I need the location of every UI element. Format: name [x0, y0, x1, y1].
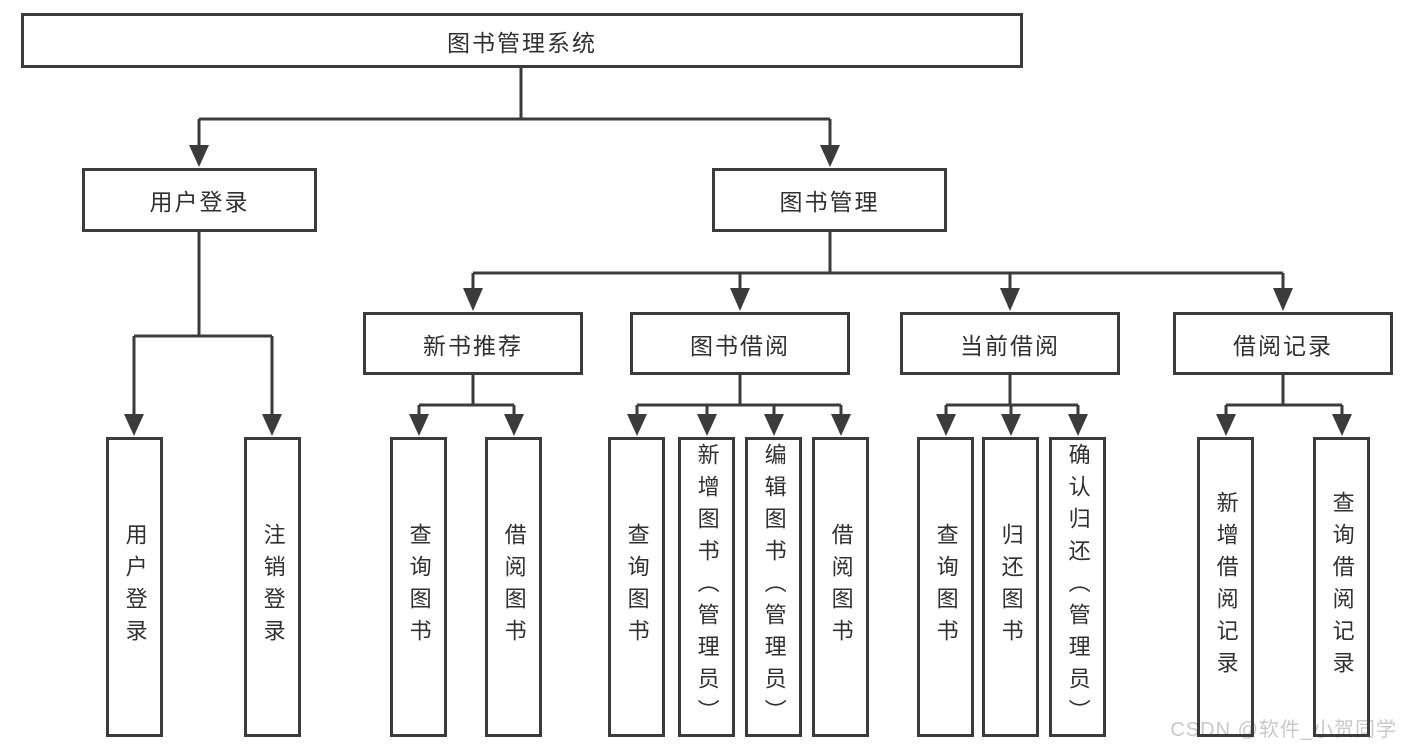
- node-label: 新增借阅记录: [1213, 491, 1239, 683]
- arrowhead: [1332, 414, 1352, 436]
- node-label: 用户登录: [122, 523, 148, 651]
- node-borrow-book: 借阅图书: [812, 437, 869, 737]
- arrowhead: [697, 414, 717, 436]
- node-new-book-recommend: 新书推荐: [363, 312, 583, 375]
- node-current-borrow: 当前借阅: [900, 312, 1120, 375]
- user-login-connector: [124, 232, 282, 436]
- arrowhead: [189, 145, 209, 167]
- node-edit-book-admin: 编辑图书（管理员）: [745, 437, 802, 737]
- arrowhead: [1273, 288, 1293, 311]
- node-label: 借阅图书: [501, 523, 527, 651]
- node-label: 新增图书（管理员）: [694, 443, 720, 731]
- arrowhead: [1068, 414, 1088, 436]
- node-library-system: 图书管理系统: [21, 13, 1023, 68]
- node-query-books-current: 查询图书: [917, 437, 974, 737]
- arrowhead: [764, 414, 784, 436]
- book-borrow-group-connector: [627, 375, 851, 436]
- node-borrow-records: 借阅记录: [1173, 312, 1393, 375]
- node-label: 查询图书: [406, 523, 432, 651]
- node-add-borrow-record: 新增借阅记录: [1197, 437, 1254, 737]
- arrowhead: [936, 414, 956, 436]
- node-query-books-borrow: 查询图书: [608, 437, 665, 737]
- arrowhead: [1001, 414, 1021, 436]
- arrowhead: [504, 414, 524, 436]
- node-add-book-admin: 新增图书（管理员）: [678, 437, 735, 737]
- node-label: 归还图书: [998, 523, 1024, 651]
- arrowhead: [627, 414, 647, 436]
- node-label: 图书借阅: [690, 332, 790, 359]
- node-user-login: 用户登录: [82, 168, 317, 232]
- node-label: 借阅图书: [828, 523, 854, 651]
- node-label: 新书推荐: [423, 332, 523, 359]
- node-label: 图书管理系统: [447, 29, 597, 56]
- arrowhead: [124, 414, 144, 436]
- node-label: 查询图书: [933, 523, 959, 651]
- node-query-books-recommend: 查询图书: [390, 437, 447, 737]
- node-label: 注销登录: [260, 523, 286, 651]
- arrowhead: [463, 288, 483, 311]
- node-confirm-return-admin: 确认归还（管理员）: [1049, 437, 1106, 737]
- node-label: 编辑图书（管理员）: [761, 443, 787, 731]
- new-book-group-connector: [409, 375, 524, 436]
- arrowhead: [730, 288, 750, 311]
- node-logout: 注销登录: [244, 437, 301, 737]
- root-connector: [189, 68, 840, 167]
- arrowhead: [262, 414, 282, 436]
- node-label: 借阅记录: [1233, 332, 1333, 359]
- node-label: 查询图书: [624, 523, 650, 651]
- node-label: 确认归还（管理员）: [1065, 443, 1091, 731]
- node-label: 当前借阅: [960, 332, 1060, 359]
- arrowhead: [1216, 414, 1236, 436]
- arrowhead: [409, 414, 429, 436]
- node-borrow-books-recommend: 借阅图书: [485, 437, 542, 737]
- borrow-record-group-connector: [1216, 375, 1352, 436]
- current-borrow-group-connector: [936, 375, 1088, 436]
- arrowhead: [820, 145, 840, 167]
- node-book-management: 图书管理: [712, 168, 947, 232]
- book-management-connector: [463, 232, 1293, 311]
- node-book-borrow: 图书借阅: [630, 312, 850, 375]
- node-return-book: 归还图书: [982, 437, 1039, 737]
- node-query-borrow-record: 查询借阅记录: [1313, 437, 1370, 737]
- arrowhead: [831, 414, 851, 436]
- node-user-login-leaf: 用户登录: [106, 437, 163, 737]
- node-label: 查询借阅记录: [1329, 491, 1355, 683]
- arrowhead: [1000, 288, 1020, 311]
- node-label: 图书管理: [779, 189, 880, 215]
- node-label: 用户登录: [149, 189, 250, 215]
